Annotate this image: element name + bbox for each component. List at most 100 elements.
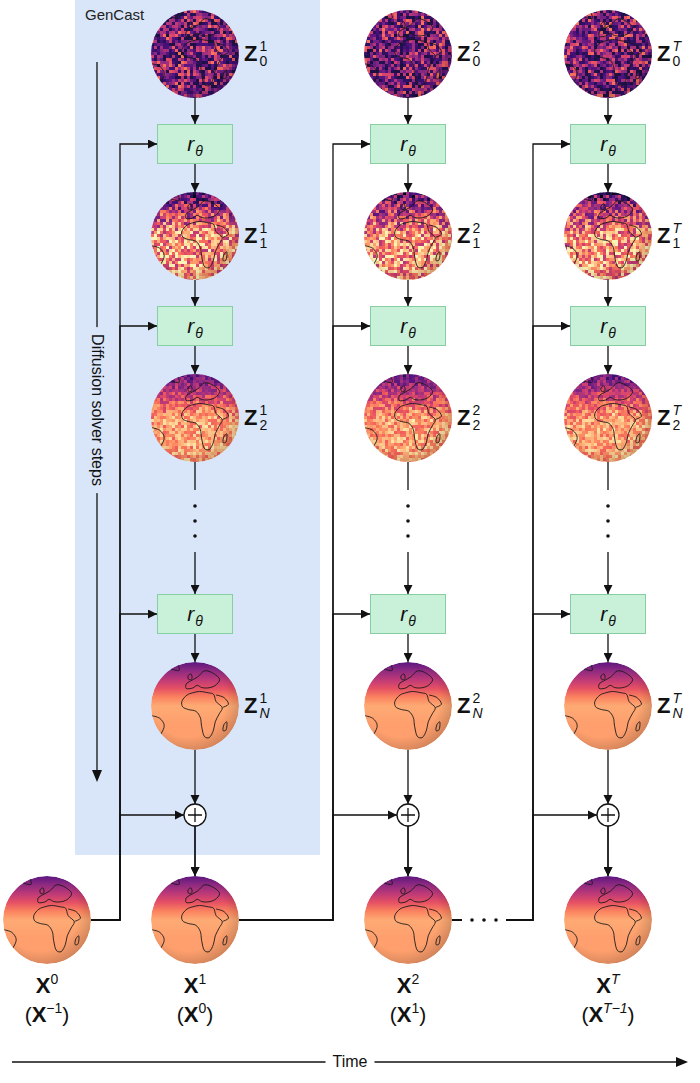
dot [406,534,410,538]
noise-cell [172,94,175,97]
dot [606,504,610,508]
noise-cell [169,91,172,94]
noise-cell [154,258,157,261]
noise-cell [229,264,232,267]
noise-cell [211,10,214,13]
globe-shading [151,10,239,98]
flow-arrow [407,280,408,306]
noise-cell [163,270,166,273]
noise-cell [208,97,211,98]
noise-cell [175,10,178,13]
noise-cell [154,392,157,395]
flow-arrow [239,326,370,920]
noise-cell [178,97,181,98]
noise-cell [229,204,232,207]
noise-cell [154,210,157,213]
globe-illustration [151,192,239,280]
noise-cell [160,85,163,88]
superscript: 1 [259,39,267,54]
noise-cell [235,255,238,258]
noise-cell [235,31,238,34]
axis-arrowhead [92,770,102,782]
noise-cell [229,82,232,85]
noise-cell [232,210,235,213]
noise-cell [211,374,214,377]
dot [482,918,486,922]
flow-arrow [194,98,195,124]
flow-arrow [407,634,408,662]
flow-arrow [239,614,370,920]
noise-cell [223,380,226,383]
noise-cell [226,19,229,22]
latent-globe: Z12 [151,374,239,462]
noise-cell [217,377,220,380]
symbol-label: Z11 [244,221,267,252]
noise-cell [157,264,160,267]
flow-arrow [607,346,608,374]
sum-arrowhead [191,795,200,804]
symbol-base: r [187,314,194,337]
latent-globe: Z11 [151,192,239,280]
flow-arrow [607,164,608,192]
sum-arrowhead [388,811,397,820]
noise-cell [226,267,229,270]
sum-arrowhead [588,811,597,820]
flow-arrow [607,634,608,662]
noise-cell [208,279,211,280]
dot [606,534,610,538]
noise-cell [238,401,239,404]
noise-cell [232,28,235,31]
flow-arrow [452,326,570,920]
dot [193,519,197,523]
symbol-base: Z [244,43,257,65]
noise-cell [211,192,214,195]
noise-cell [223,16,226,19]
noise-cell [232,261,235,264]
dot [193,504,197,508]
noise-cell [232,392,235,395]
sum-arrowhead [175,811,184,820]
subscript: 0 [259,54,267,69]
flow-arrow [239,144,370,920]
dot [494,918,498,922]
noise-cell [172,276,175,279]
noise-cell [169,195,172,198]
flow-arrow [194,164,195,192]
noise-cell [226,383,229,386]
noise-cell [229,386,232,389]
noise-cell [232,79,235,82]
noise-cell [238,222,239,225]
sum-circle [184,804,206,826]
noise-cell [226,85,229,88]
subscript: θ [195,143,203,159]
sum-plus [188,808,202,822]
sum-arrowhead [604,795,613,804]
dot [193,534,197,538]
denoiser-box: rθ [157,306,233,346]
noise-cell [214,94,217,97]
noise-cell [220,273,223,276]
dot [470,918,474,922]
globe-surface [151,10,239,98]
sum-arrowhead [404,795,413,804]
continuation-dots [193,504,610,922]
noise-cell [238,249,239,252]
noise-cell [223,198,226,201]
symbol-base: Z [244,225,257,247]
noise-cell [238,67,239,70]
noise-cell [154,76,157,79]
flow-arrow [452,144,570,920]
flow-arrow [91,614,157,920]
globe-illustration [151,374,239,462]
noise-cell [181,97,184,98]
noise-cell [238,40,239,43]
flow-arrow [607,98,608,124]
noise-cell [220,91,223,94]
sum-circle [397,804,419,826]
sum-node [175,795,206,826]
symbol-label: rθ [187,132,203,156]
sum-node [588,795,619,826]
symbol-label: rθ [187,314,203,338]
dot [606,519,610,523]
noise-cell [178,279,181,280]
